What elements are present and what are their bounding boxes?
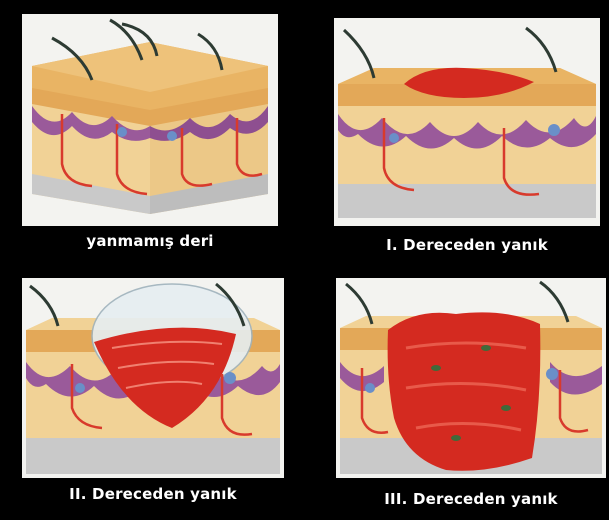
third-degree-burn-illustration — [336, 278, 606, 478]
label-first-degree-burn: I. Dereceden yanık — [334, 236, 600, 254]
panel-unburned-skin — [22, 14, 278, 226]
panel-third-degree-burn — [336, 278, 606, 478]
panel-second-degree-burn — [22, 278, 284, 478]
label-unburned-skin: yanmamış deri — [22, 232, 278, 250]
label-third-degree-burn: III. Dereceden yanık — [336, 490, 606, 508]
second-degree-burn-illustration — [22, 278, 284, 478]
unburned-skin-illustration — [22, 14, 278, 226]
first-degree-burn-illustration — [334, 18, 600, 226]
panel-first-degree-burn — [334, 18, 600, 226]
label-second-degree-burn: II. Dereceden yanık — [22, 485, 284, 503]
